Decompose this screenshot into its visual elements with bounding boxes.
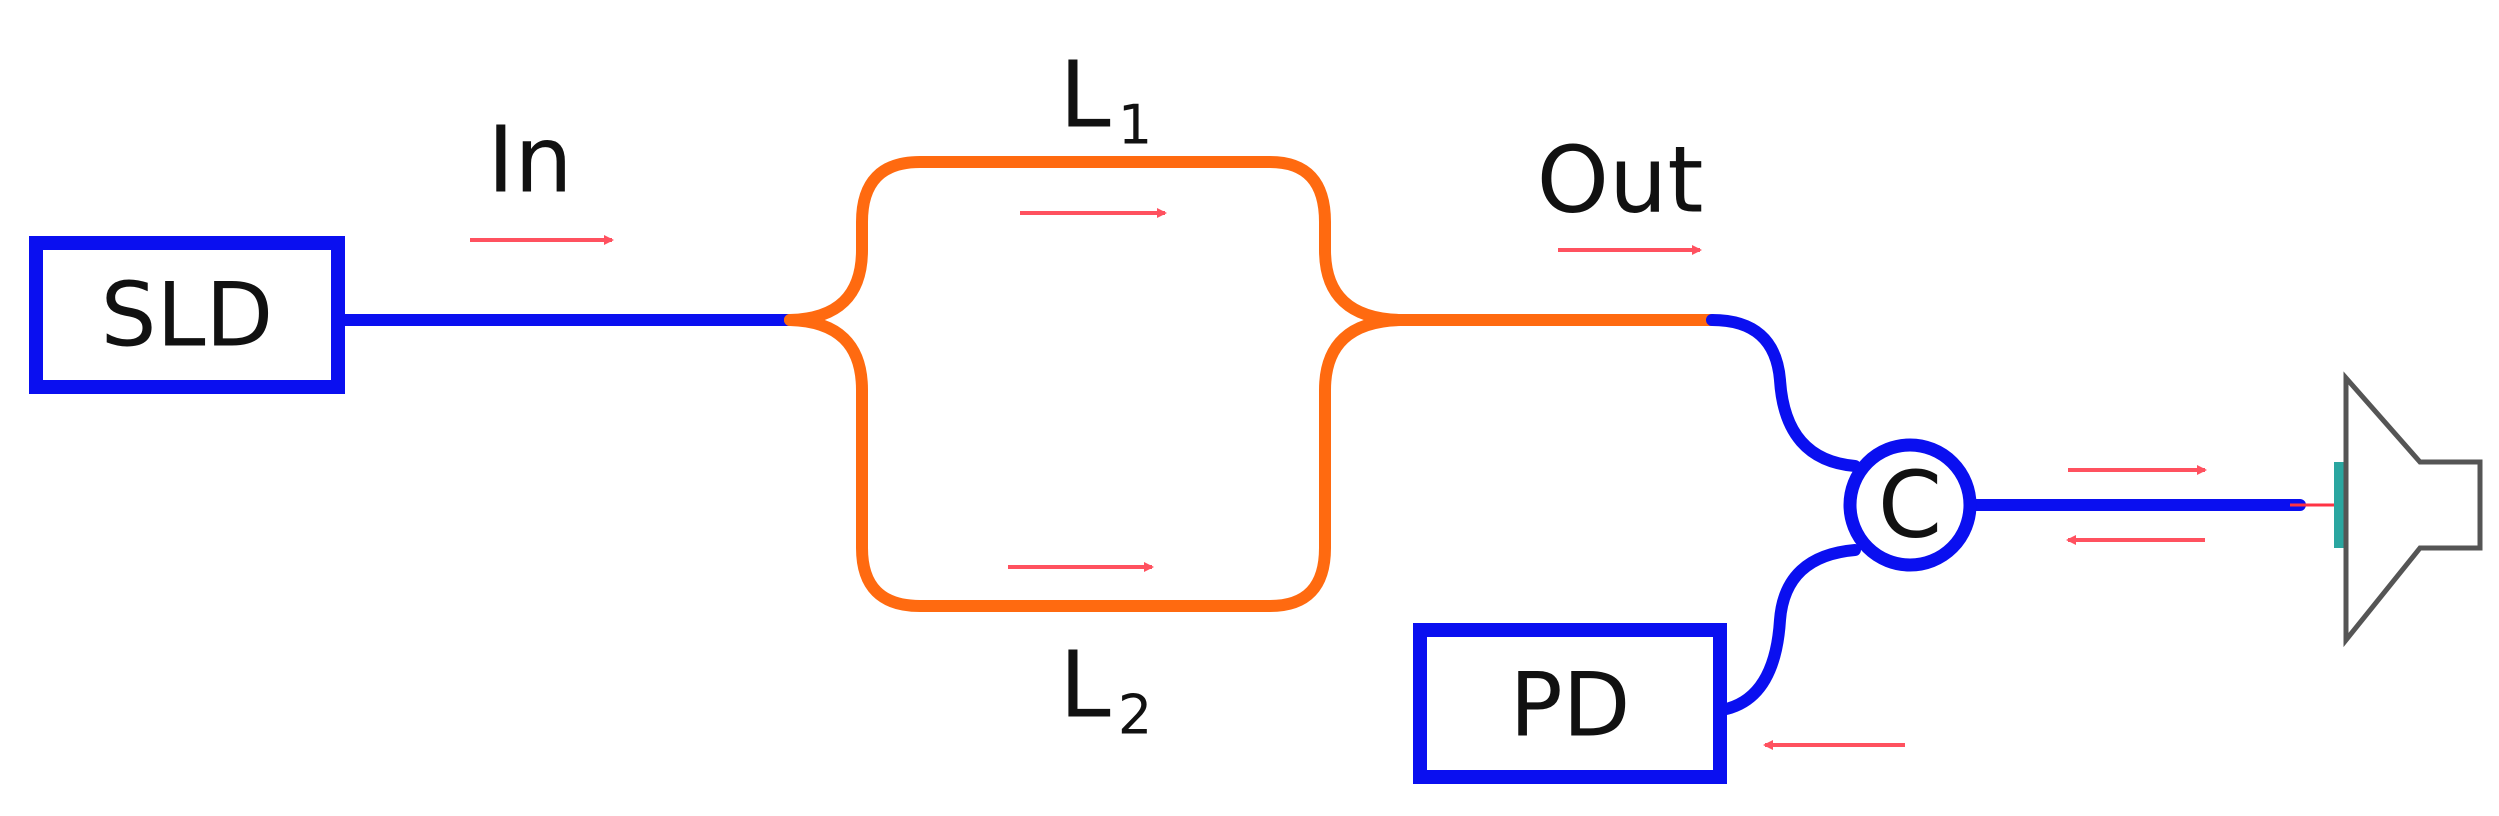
lower-arm bbox=[784, 314, 1406, 612]
label-l2-main: L bbox=[1059, 632, 1110, 739]
upper-arm bbox=[784, 156, 1406, 326]
fiber-to-detector bbox=[1716, 544, 1861, 716]
circulator-label: C bbox=[1878, 452, 1942, 559]
interferometer-arms bbox=[784, 156, 1718, 612]
sld-source: SLD bbox=[29, 236, 345, 394]
label-l1-main: L bbox=[1059, 42, 1110, 149]
label-l1-sub: 1 bbox=[1118, 94, 1152, 157]
fiber-to-circulator bbox=[1706, 314, 1861, 472]
circulator-ring bbox=[1843, 438, 1977, 572]
sld-label: SLD bbox=[101, 264, 274, 367]
mirror bbox=[2290, 371, 2483, 648]
circulator: C bbox=[1843, 438, 1977, 572]
pd-box bbox=[1413, 623, 1727, 784]
label-in: In bbox=[487, 107, 572, 214]
mirror-face-icon bbox=[2334, 462, 2346, 548]
direction-arrows bbox=[470, 208, 2207, 750]
label-l1: L 1 bbox=[1059, 42, 1152, 157]
label-out: Out bbox=[1537, 127, 1704, 234]
sld-box bbox=[29, 236, 345, 394]
label-l2-sub: 2 bbox=[1118, 684, 1152, 747]
pd-detector: PD bbox=[1413, 623, 1727, 784]
pd-label: PD bbox=[1510, 654, 1631, 757]
label-l2: L 2 bbox=[1059, 632, 1152, 747]
mirror-shape-icon bbox=[2343, 371, 2483, 648]
